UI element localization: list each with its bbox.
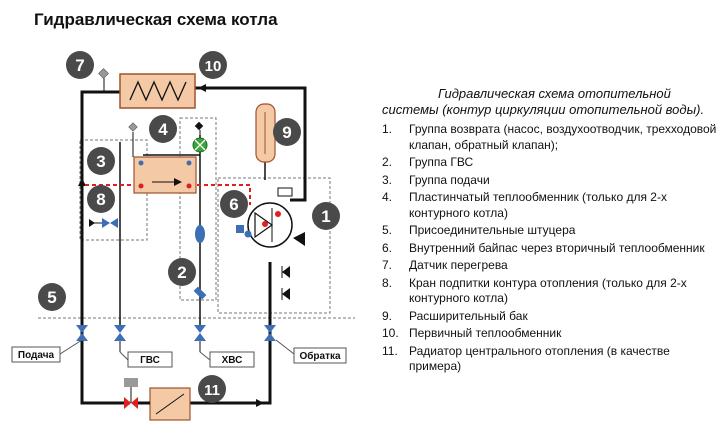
badge-11: 11 — [198, 375, 226, 403]
fill-valve-icon — [89, 218, 118, 228]
legend-item-number: 10. — [382, 326, 399, 340]
boiler-hydraulic-diagram: Подача ГВС ХВС Обратка 7 10 4 9 3 8 6 1 … — [11, 51, 355, 421]
svg-text:Подача: Подача — [18, 350, 55, 361]
svg-text:10: 10 — [205, 58, 222, 75]
svg-text:ХВС: ХВС — [222, 355, 243, 366]
svg-text:7: 7 — [75, 56, 84, 75]
radiator-valve-icon — [124, 378, 150, 409]
badge-4: 4 — [149, 115, 177, 143]
svg-text:3: 3 — [96, 152, 105, 171]
badge-8: 8 — [87, 185, 115, 213]
group-1-box — [217, 177, 331, 314]
legend-item: 11. Радиатор центрального отопления (в ка… — [382, 344, 722, 375]
badge-7: 7 — [66, 51, 94, 79]
legend-item-number: 5. — [382, 223, 393, 237]
badge-3: 3 — [87, 147, 115, 175]
legend-item-number: 6. — [382, 240, 393, 255]
legend-item-text: Группа подачи — [409, 172, 490, 187]
legend-item: 3. Группа подачи — [382, 173, 722, 189]
port-return: Обратка — [275, 339, 347, 364]
legend-item: 2. Группа ГВС — [382, 155, 722, 171]
plate-heat-exchanger — [133, 156, 197, 194]
svg-text:2: 2 — [177, 263, 186, 282]
legend-item-number: 2. — [382, 155, 393, 169]
svg-text:1: 1 — [321, 207, 330, 226]
primary-heat-exchanger — [119, 73, 196, 109]
bypass-line — [85, 184, 251, 205]
legend-item-number: 1. — [382, 122, 393, 136]
badge-10: 10 — [199, 51, 227, 79]
flow-switch-icon — [192, 121, 208, 153]
group-4-box — [179, 117, 217, 301]
circulation-pump — [236, 187, 305, 248]
overheat-sensor-icon — [98, 68, 109, 92]
legend-item: 6. Внутренний байпас через вторичный тепл… — [382, 241, 722, 257]
legend-item: 9. Расширительный бак — [382, 309, 722, 325]
legend-item-number: 7. — [382, 258, 393, 272]
legend-item-text: Группа ГВС — [409, 155, 474, 169]
port-dhw: ГВС — [119, 351, 173, 368]
legend-item: 8. Кран подпитки контура отопления (тольк… — [382, 276, 722, 307]
badge-2: 2 — [168, 258, 196, 286]
svg-text:4: 4 — [158, 120, 168, 139]
badge-5: 5 — [38, 283, 66, 311]
connection-valves — [76, 325, 276, 341]
svg-text:6: 6 — [229, 195, 238, 214]
legend-item-number: 3. — [382, 172, 393, 187]
legend-item-text: Присоединительные штуцера — [409, 223, 576, 237]
air-vent-icon — [128, 122, 138, 157]
port-cold: ХВС — [199, 351, 255, 368]
port-supply: Подача — [11, 339, 83, 363]
legend-item: 1. Группа возврата (насос, воздухоотводчи… — [382, 122, 722, 153]
legend-item: 5. Присоединительные штуцера — [382, 223, 722, 239]
legend-item-text: Пластинчатый теплообменник (только для 2… — [409, 190, 667, 220]
legend-item: 10. Первичный теплообменник — [382, 326, 722, 342]
svg-text:9: 9 — [282, 123, 291, 142]
connection-stems — [119, 341, 201, 352]
legend-item-text: Группа возврата (насос, воздухоотводчик,… — [409, 122, 717, 152]
expansion-tank — [255, 103, 276, 163]
svg-text:8: 8 — [96, 190, 105, 209]
svg-text:11: 11 — [204, 382, 220, 399]
legend-item: 7. Датчик перегрева — [382, 258, 722, 274]
legend-item-number: 9. — [382, 308, 393, 323]
dhw-sensor-icon — [193, 286, 207, 300]
legend: Гидравлическая схема отопительной систем… — [382, 86, 722, 377]
svg-text:ГВС: ГВС — [140, 355, 160, 366]
legend-item-number: 4. — [382, 190, 393, 204]
badge-1: 1 — [312, 202, 340, 230]
svg-text:Обратка: Обратка — [299, 350, 341, 362]
badge-6: 6 — [220, 190, 248, 218]
legend-item: 4. Пластинчатый теплообменник (только для… — [382, 190, 722, 221]
legend-item-text: Датчик перегрева — [409, 258, 508, 272]
legend-item-number: 11. — [382, 343, 398, 358]
legend-item-text: Внутренний байпас через вторичный теплоо… — [409, 240, 705, 255]
page-title: Гидравлическая схема котла — [34, 10, 278, 29]
radiator — [149, 387, 191, 421]
badge-9: 9 — [273, 118, 301, 146]
svg-text:5: 5 — [47, 288, 56, 307]
legend-item-text: Радиатор центрального отопления (в качес… — [409, 343, 670, 374]
legend-item-text: Первичный теплообменник — [409, 326, 562, 340]
legend-heading: Гидравлическая схема отопительной систем… — [382, 86, 705, 117]
pipe-network — [80, 86, 307, 405]
legend-list: 1. Группа возврата (насос, воздухоотводчи… — [382, 122, 722, 375]
legend-item-text: Кран подпитки контура отопления (только … — [409, 275, 687, 306]
check-valve-icon — [281, 266, 290, 300]
dhw-filter-icon — [195, 225, 205, 243]
legend-item-text: Расширительный бак — [409, 308, 528, 323]
legend-item-number: 8. — [382, 275, 393, 290]
